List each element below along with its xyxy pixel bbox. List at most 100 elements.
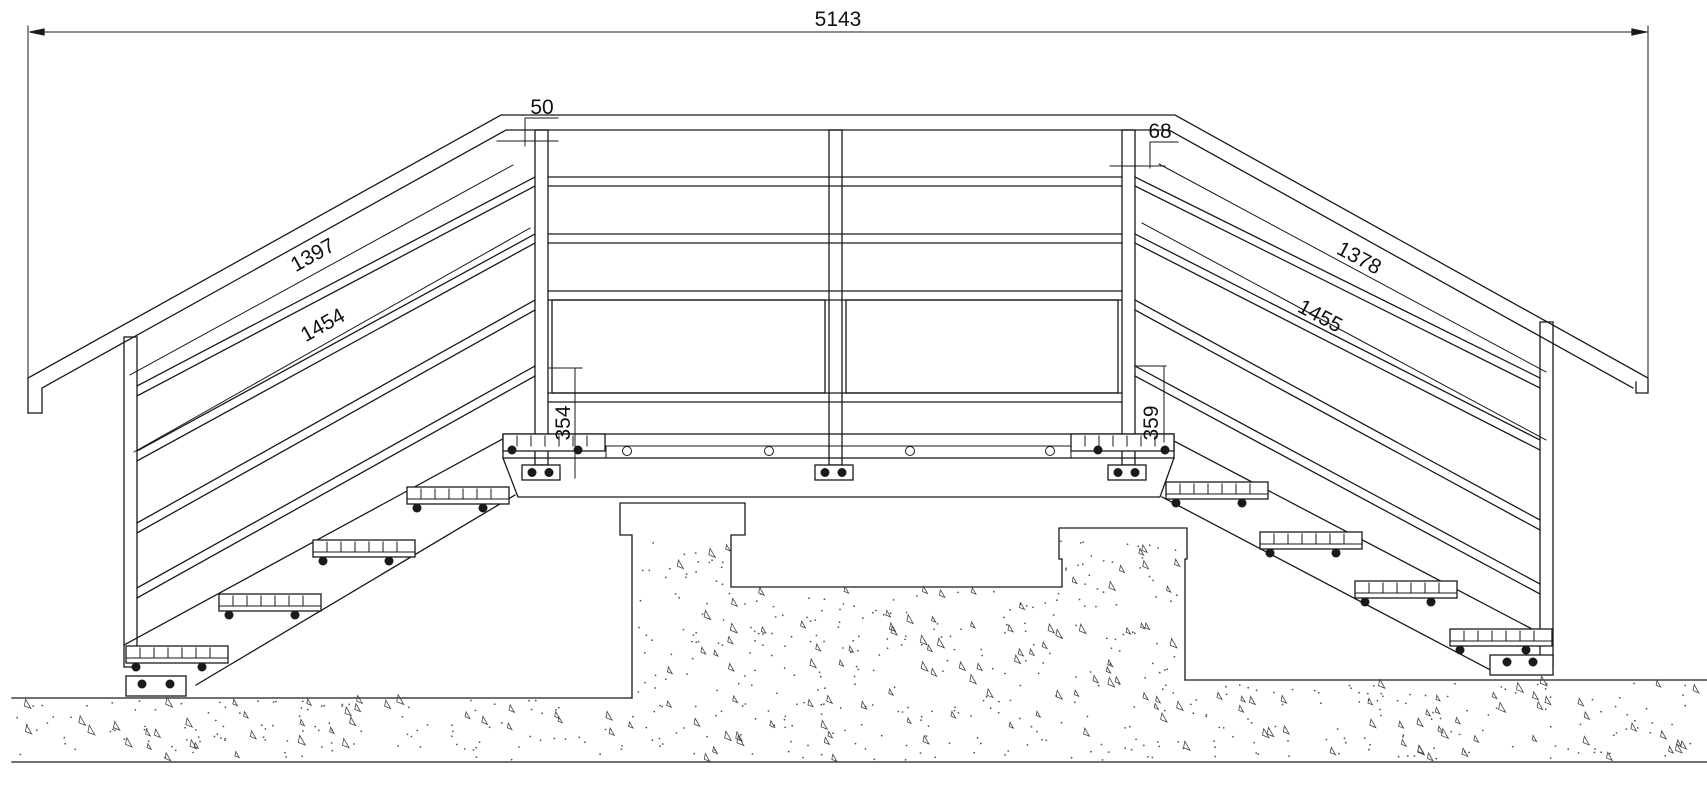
bracket-bolt: [1130, 468, 1140, 477]
concrete-aggregate: [906, 613, 915, 625]
concrete-aggregate: [356, 694, 364, 705]
concrete-speck: [754, 669, 756, 672]
stair-tread: [1259, 531, 1363, 550]
concrete-speck: [1096, 588, 1099, 590]
concrete-speck: [1158, 745, 1161, 748]
concrete-speck: [751, 753, 754, 755]
tread-bolt: [131, 662, 141, 672]
concrete-speck: [744, 675, 746, 677]
stair-tread: [1165, 481, 1269, 500]
concrete-speck: [720, 710, 723, 713]
concrete-speck: [706, 602, 708, 605]
concrete-speck: [1004, 754, 1006, 756]
concrete-aggregate: [1138, 547, 1145, 557]
concrete-speck: [518, 746, 520, 748]
concrete-aggregate: [1539, 675, 1548, 687]
concrete-aggregate: [843, 585, 850, 595]
concrete-aggregate: [605, 710, 613, 721]
concrete-aggregate: [165, 696, 174, 708]
concrete-speck: [822, 703, 825, 706]
concrete-speck: [528, 699, 530, 702]
concrete-aggregate: [153, 728, 162, 739]
concrete-aggregate: [728, 662, 735, 672]
concrete-speck: [1056, 599, 1058, 602]
concrete-speck: [224, 706, 227, 709]
concrete-speck: [154, 708, 157, 711]
concrete-speck: [1083, 605, 1086, 607]
concrete-aggregate: [1400, 738, 1408, 748]
concrete-aggregate: [769, 719, 776, 729]
concrete-speck: [1577, 752, 1580, 754]
concrete-speck: [993, 590, 995, 593]
concrete-aggregate: [1266, 726, 1275, 738]
concrete-speck: [341, 705, 343, 707]
concrete-speck: [1142, 744, 1145, 747]
bolt: [1160, 445, 1170, 455]
concrete-aggregate: [384, 699, 392, 710]
concrete-speck: [695, 570, 697, 573]
concrete-speck: [1086, 715, 1089, 718]
bolt: [137, 679, 147, 689]
concrete-speck: [643, 652, 646, 654]
concrete-speck: [1036, 730, 1038, 733]
concrete-aggregate: [1108, 580, 1117, 592]
left-rail: [136, 375, 536, 599]
concrete-speck: [1487, 714, 1490, 716]
concrete-aggregate: [24, 723, 33, 735]
concrete-speck: [872, 669, 875, 672]
concrete-speck: [1373, 685, 1375, 687]
post-center-right: [1121, 129, 1136, 466]
concrete-speck: [754, 639, 756, 642]
concrete-aggregate: [693, 717, 701, 728]
concrete-speck: [1671, 723, 1673, 726]
concrete-aggregate: [727, 635, 734, 645]
concrete-aggregate: [1174, 558, 1181, 568]
concrete-speck: [809, 620, 812, 623]
arrow: [1631, 28, 1647, 36]
concrete-speck: [1636, 727, 1639, 729]
stair-tread: [1449, 628, 1553, 647]
concrete-aggregate: [628, 720, 634, 729]
concrete-aggregate: [249, 729, 258, 740]
concrete-speck: [802, 756, 804, 759]
concrete-speck: [555, 709, 557, 711]
concrete-speck: [892, 599, 895, 601]
concrete-speck: [832, 732, 834, 735]
concrete-aggregate: [930, 667, 938, 677]
concrete-aggregate: [712, 745, 719, 755]
concrete-speck: [1122, 633, 1125, 636]
post-right: [1539, 321, 1554, 668]
concrete-speck: [652, 542, 655, 544]
concrete-speck: [855, 665, 858, 668]
concrete-aggregate: [557, 715, 564, 724]
concrete-speck: [823, 640, 825, 643]
bolt: [573, 445, 583, 455]
concrete-aggregate: [1532, 690, 1540, 701]
concrete-speck: [1549, 757, 1552, 759]
concrete-speck: [1037, 672, 1040, 675]
concrete-speck: [330, 742, 333, 744]
concrete-aggregate: [1630, 722, 1638, 732]
concrete-speck: [1397, 755, 1400, 758]
concrete-aggregate: [827, 730, 834, 739]
concrete-speck: [1024, 630, 1027, 632]
concrete-speck: [878, 654, 881, 656]
concrete-speck: [1466, 709, 1468, 712]
concrete-aggregate: [1017, 647, 1025, 657]
concrete-speck: [1102, 560, 1105, 562]
concrete-speck: [979, 742, 982, 745]
concrete-speck: [1118, 650, 1121, 652]
concrete-speck: [637, 691, 640, 693]
concrete-speck: [180, 702, 183, 705]
concrete-aggregate: [735, 730, 744, 742]
concrete-speck: [638, 626, 640, 629]
concrete-speck: [1608, 752, 1611, 755]
concrete-speck: [1070, 756, 1073, 759]
concrete-speck: [948, 742, 951, 744]
concrete-speck: [1247, 686, 1250, 689]
concrete-aggregate: [1014, 653, 1022, 665]
concrete-speck: [470, 699, 472, 702]
concrete-aggregate: [1583, 710, 1591, 721]
concrete-aggregate: [1680, 739, 1688, 750]
concrete-aggregate: [1674, 742, 1683, 754]
